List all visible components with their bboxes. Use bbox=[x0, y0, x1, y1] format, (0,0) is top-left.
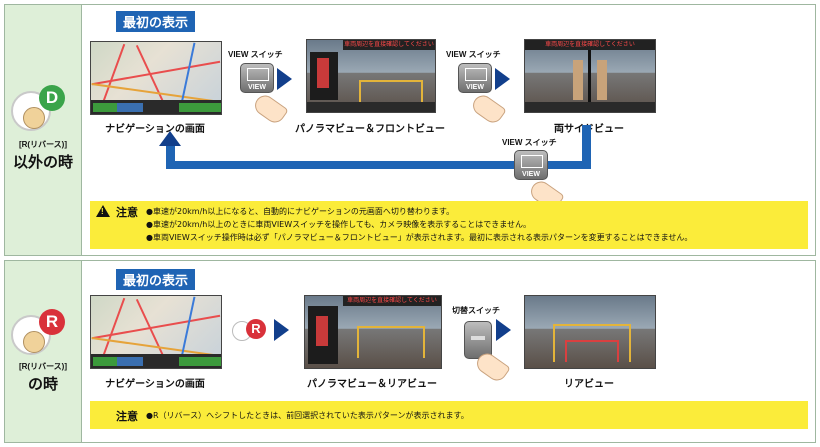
initial-display-tag: 最初の表示 bbox=[116, 11, 196, 32]
caution-box: 注意 ●R（リバース）へシフトしたときは、前回選択されていた表示パターンが表示さ… bbox=[90, 401, 808, 429]
caution-line-1: ●車速が20km/h以上になると、自動的にナビゲーションの元画面へ切り替わります… bbox=[146, 207, 455, 216]
shift-to-r-icon: R bbox=[232, 319, 268, 341]
caution-line: ●R（リバース）へシフトしたときは、前回選択されていた表示パターンが表示されます… bbox=[146, 411, 469, 420]
arrow-right-icon bbox=[495, 68, 510, 90]
arrow-right-icon bbox=[496, 319, 511, 341]
view-switch-button-2[interactable]: VIEW bbox=[458, 63, 492, 93]
view-switch-label-3: VIEW スイッチ bbox=[502, 138, 557, 147]
shift-knob-icon bbox=[11, 315, 51, 355]
gear-r-badge: R bbox=[9, 309, 79, 365]
screen3-caption: リアビュー bbox=[564, 379, 614, 390]
return-arrow bbox=[166, 145, 175, 169]
side-panel-reverse: R [R(リバース)] の時 bbox=[5, 261, 82, 442]
arrow-right-icon bbox=[274, 319, 289, 341]
gear-d-badge: D bbox=[9, 85, 79, 141]
screen2-caption: パノラマビュー＆フロントビュー bbox=[295, 124, 445, 135]
panorama-front-screen: 車両周辺を直接確認してください bbox=[306, 39, 436, 113]
caution-heading: 注意 bbox=[116, 207, 138, 219]
return-arrow bbox=[166, 161, 591, 169]
section-not-reverse: D [R(リバース)] 以外の時 最初の表示 ナビゲーションの画面 VIEW ス… bbox=[4, 4, 816, 256]
caution-heading: 注意 bbox=[116, 411, 138, 423]
view-switch-label-1: VIEW スイッチ bbox=[228, 50, 283, 59]
arrow-right-icon bbox=[277, 68, 292, 90]
warning-icon: ! bbox=[96, 205, 110, 217]
side-caption: [R(リバース)] bbox=[18, 362, 68, 371]
rear-view-screen bbox=[524, 295, 656, 369]
hand-icon bbox=[251, 91, 289, 127]
section-reverse: R [R(リバース)] の時 最初の表示 ナビゲーションの画面 R bbox=[4, 260, 816, 443]
view-switch-label-2: VIEW スイッチ bbox=[446, 50, 501, 59]
return-arrow bbox=[582, 125, 591, 169]
toggle-switch-label: 切替スイッチ bbox=[452, 306, 500, 315]
main-panel-reverse: 最初の表示 ナビゲーションの画面 R 車両周辺を直接確認してください bbox=[82, 261, 815, 442]
initial-display-tag: 最初の表示 bbox=[116, 269, 196, 290]
main-panel-not-reverse: 最初の表示 ナビゲーションの画面 VIEW スイッチ VIEW 車両周辺を直接確… bbox=[82, 5, 815, 255]
arrow-up-icon bbox=[159, 131, 181, 146]
view-switch-button-3[interactable]: VIEW bbox=[514, 150, 548, 180]
screen2-caption: パノラマビュー＆リアビュー bbox=[307, 379, 437, 390]
screen1-caption: ナビゲーションの画面 bbox=[105, 124, 205, 135]
navigation-screen bbox=[90, 41, 222, 115]
navigation-screen bbox=[90, 295, 222, 369]
both-side-view-screen: 車両周辺を直接確認してください bbox=[524, 39, 656, 113]
side-title: 以外の時 bbox=[12, 154, 73, 171]
caution-line-3: ●車両VIEWスイッチ操作時は必ず「パノラマビュー＆フロントビュー」が表示されま… bbox=[146, 233, 693, 242]
screen1-caption: ナビゲーションの画面 bbox=[105, 379, 205, 390]
panorama-rear-screen: 車両周辺を直接確認してください bbox=[304, 295, 442, 369]
side-title: の時 bbox=[27, 376, 58, 393]
screen-warning: 車両周辺を直接確認してください bbox=[343, 40, 435, 50]
side-panel-not-reverse: D [R(リバース)] 以外の時 bbox=[5, 5, 82, 255]
hand-icon bbox=[469, 91, 507, 127]
side-caption: [R(リバース)] bbox=[18, 140, 68, 149]
screen-warning: 車両周辺を直接確認してください bbox=[343, 296, 441, 306]
gear-letter-d: D bbox=[39, 85, 65, 111]
gear-letter-r: R bbox=[39, 309, 65, 335]
caution-box: ! 注意 ●車速が20km/h以上になると、自動的にナビゲーションの元画面へ切り… bbox=[90, 201, 808, 249]
caution-line-2: ●車速が20km/h以上のときに車両VIEWスイッチを操作しても、カメラ映像を表… bbox=[146, 220, 532, 229]
view-switch-button-1[interactable]: VIEW bbox=[240, 63, 274, 93]
screen-warning: 車両周辺を直接確認してください bbox=[525, 40, 655, 50]
